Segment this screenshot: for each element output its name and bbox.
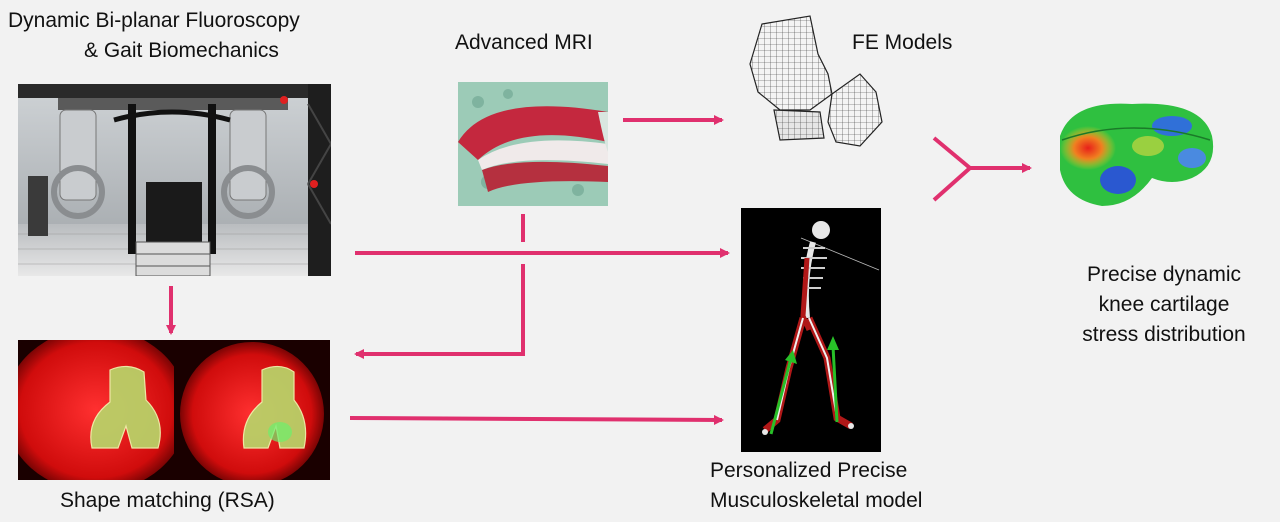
connector-mri-to-rsa (354, 214, 525, 359)
arrow-rsa-to-msk (349, 414, 724, 425)
fluoroscopy-title-line2: & Gait Biomechanics (84, 39, 279, 62)
merge-arrow-to-stress (932, 136, 1032, 202)
stress-distribution-image (1052, 96, 1218, 216)
musculoskeletal-model-image (741, 208, 881, 452)
mri-histology-image (458, 82, 608, 206)
fluoroscopy-title-line1: Dynamic Bi-planar Fluoroscopy (8, 9, 300, 32)
fe-model-image (740, 14, 888, 156)
msk-title-line1: Personalized Precise (710, 459, 908, 482)
rsa-title: Shape matching (RSA) (60, 489, 275, 512)
mri-title: Advanced MRI (455, 31, 593, 54)
fluoroscopy-lab-image (18, 84, 331, 276)
stress-title-line3: stress distribution (1082, 323, 1246, 346)
rsa-shape-matching-image (18, 340, 330, 480)
stress-title-line2: knee cartilage (1098, 293, 1230, 316)
msk-title-line2: Musculoskeletal model (710, 489, 923, 512)
fe-title: FE Models (852, 31, 953, 54)
stress-title-line1: Precise dynamic (1086, 263, 1242, 286)
